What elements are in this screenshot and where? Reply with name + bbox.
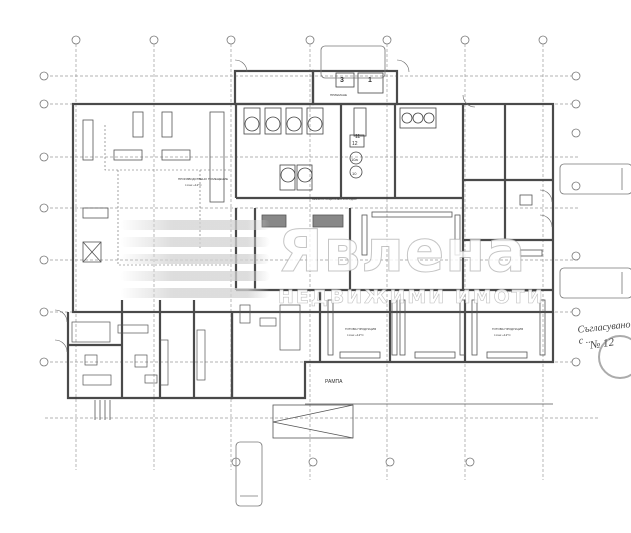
svg-text:10а: 10а: [351, 157, 358, 162]
watermark-tagline: НЕДВИЖИМИ ИМОТИ: [278, 286, 545, 308]
piping: [104, 125, 230, 266]
watermark-logo: [120, 220, 270, 315]
svg-text:ПРОИЗВОДСТВЕНО ПОМЕЩЕНИЕ: ПРОИЗВОДСТВЕНО ПОМЕЩЕНИЕ: [178, 177, 228, 181]
office-fixtures: [71, 304, 301, 386]
svg-text:ГОТОВА ПРОДУКЦИЯ: ГОТОВА ПРОДУКЦИЯ: [492, 327, 523, 331]
room-labels: 3 1 11 12 10а 10 ПРИЕМАНЕ МАНИПУЛАЦИОНЕН…: [178, 77, 538, 385]
svg-text:ЕКСПЕДИЦИОНЕН КОРИДОР: ЕКСПЕДИЦИОНЕН КОРИДОР: [495, 289, 538, 293]
vehicles: [235, 45, 631, 507]
svg-text:ПРИЕМАНЕ: ПРИЕМАНЕ: [330, 93, 347, 97]
svg-text:t max +12°C: t max +12°C: [494, 333, 511, 337]
doors: [54, 59, 553, 353]
svg-text:ГОТОВА ПРОДУКЦИЯ: ГОТОВА ПРОДУКЦИЯ: [345, 327, 376, 331]
tank-equipment: [243, 72, 437, 191]
svg-text:10: 10: [352, 171, 357, 176]
svg-text:3: 3: [340, 77, 344, 84]
cold-room-shelving: [261, 194, 546, 359]
loading-ramp: [94, 400, 553, 439]
svg-text:РАМПА: РАМПА: [325, 379, 343, 385]
watermark-brand: Явлена: [277, 217, 527, 285]
svg-text:1: 1: [368, 77, 372, 84]
svg-text:11: 11: [355, 134, 360, 140]
svg-text:МАНИПУЛАЦИОНЕН КОРИДОР: МАНИПУЛАЦИОНЕН КОРИДОР: [312, 197, 357, 201]
svg-text:t max +12°C: t max +12°C: [185, 183, 202, 187]
svg-text:t max +12°C: t max +12°C: [347, 333, 364, 337]
production-equipment: [82, 111, 225, 263]
approval-stamp: [598, 335, 631, 379]
svg-text:12: 12: [352, 141, 358, 147]
